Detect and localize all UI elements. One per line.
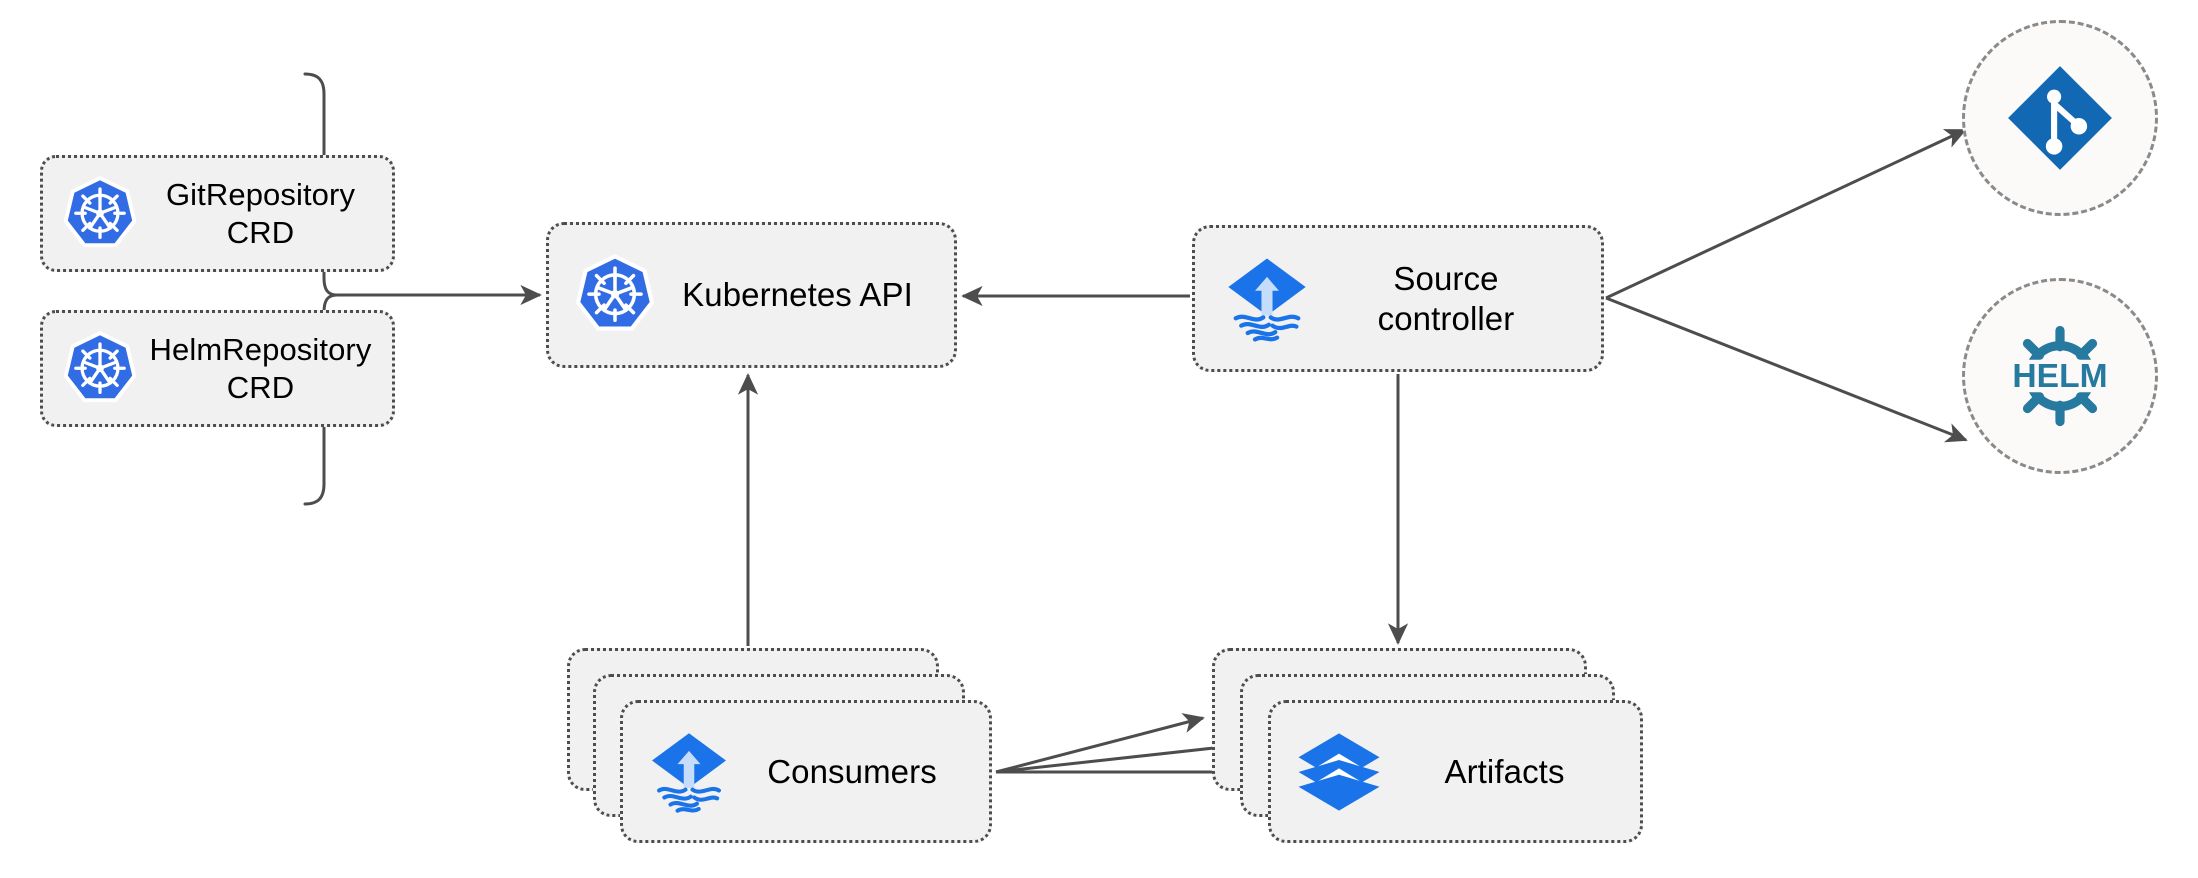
kubernetes-icon xyxy=(61,330,139,408)
layers-icon xyxy=(1293,726,1385,818)
edge-source-to-git xyxy=(1605,128,1967,300)
edge-consumers-to-artifacts-2 xyxy=(995,738,1234,774)
node-label: HelmRepository CRD xyxy=(149,332,372,405)
node-helmrepository-crd[interactable]: HelmRepository CRD xyxy=(40,310,395,427)
node-gitrepository-crd[interactable]: GitRepository CRD xyxy=(40,155,395,272)
node-source-controller[interactable]: Source controller xyxy=(1192,225,1604,372)
node-label: Source controller xyxy=(1377,259,1515,337)
edge-consumers-to-artifacts-1 xyxy=(995,713,1205,774)
node-label: Kubernetes API xyxy=(682,276,913,314)
crd-group-brace xyxy=(303,72,338,506)
flux-source-icon xyxy=(645,728,733,816)
kubernetes-icon xyxy=(61,175,139,253)
node-label: Artifacts xyxy=(1444,752,1565,790)
edge-source-to-helm xyxy=(1605,296,1968,443)
helm-label: HELM xyxy=(2012,358,2107,395)
node-kubernetes-api[interactable]: Kubernetes API xyxy=(546,222,957,368)
kubernetes-icon xyxy=(573,253,657,337)
node-label: GitRepository CRD xyxy=(165,177,356,250)
node-label: Consumers xyxy=(767,752,937,790)
node-git-repository-external[interactable] xyxy=(1962,20,2158,216)
git-icon xyxy=(2008,66,2112,170)
flux-source-icon xyxy=(1221,253,1313,345)
node-consumers[interactable]: Consumers xyxy=(620,700,992,843)
node-artifacts[interactable]: Artifacts xyxy=(1268,700,1643,843)
node-helm-repository-external[interactable]: HELM xyxy=(1962,278,2158,474)
helm-icon: HELM xyxy=(2012,325,2108,427)
